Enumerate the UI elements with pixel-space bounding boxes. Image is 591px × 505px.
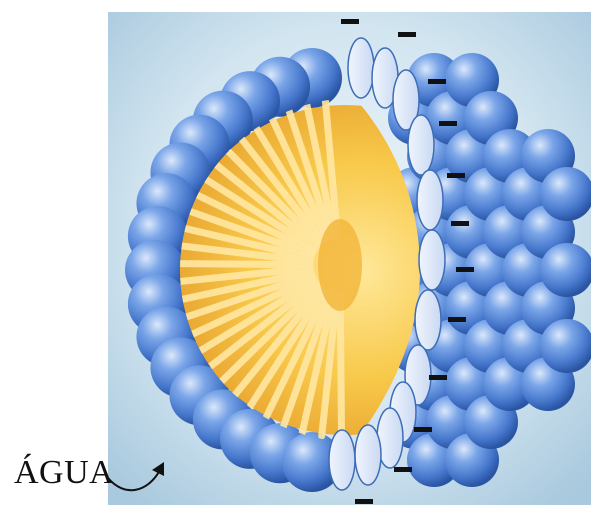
negative-charge-mark — [439, 121, 457, 126]
cut-head — [329, 430, 355, 490]
cut-head — [417, 170, 443, 230]
negative-charge-mark — [414, 427, 432, 432]
tail — [165, 263, 310, 264]
negative-charge-mark — [394, 467, 412, 472]
negative-charge-mark — [398, 32, 416, 37]
negative-charge-mark — [429, 375, 447, 380]
water-label: ÁGUA — [14, 454, 114, 492]
negative-charge-mark — [341, 19, 359, 24]
cut-head — [408, 115, 434, 175]
cut-head — [415, 290, 441, 350]
negative-charge-mark — [448, 317, 466, 322]
cut-head — [348, 38, 374, 98]
cut-head — [355, 425, 381, 485]
negative-charge-mark — [428, 79, 446, 84]
negative-charge-mark — [447, 173, 465, 178]
core-center — [318, 219, 362, 311]
negative-charge-mark — [451, 221, 469, 226]
cut-head — [419, 230, 445, 290]
negative-charge-mark — [456, 267, 474, 272]
tail — [340, 295, 341, 437]
negative-charge-mark — [355, 499, 373, 504]
